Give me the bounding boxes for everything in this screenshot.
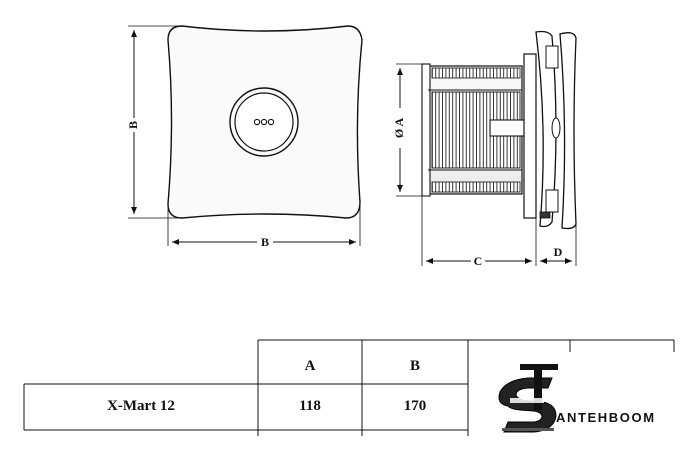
depth-dimension-label: C [474,254,483,268]
front-cover [535,30,557,228]
table-header-a: A [304,358,316,374]
diameter-dimension-label: Ø A [392,118,406,139]
cylinder-rib-top [431,67,521,79]
height-dimension-label: B [126,121,140,129]
center-button-outer [229,87,299,157]
indicator-dot-icon [253,118,261,126]
santehboom-logo-icon [498,364,558,433]
width-dimension-label: B [261,235,269,249]
cylinder-rib-bottom [431,181,521,193]
center-button-inner [234,92,294,152]
logo-text: ANTEHBOOM [556,410,656,425]
cover-dimension-label: D [554,245,563,259]
indicator-dot-icon [260,118,268,126]
technical-drawing: B B Ø A [126,25,577,268]
table-header-b: B [409,358,420,374]
mounting-plate [523,53,537,219]
side-view: Ø A C D [390,30,577,268]
table-cell-model: X-Mart 12 [107,398,175,414]
front-view: B B [126,25,363,249]
motor-shaft [489,119,529,137]
table-cell-a: 118 [299,398,321,414]
table-cell-b: 170 [403,398,427,414]
indicator-dot-icon [267,118,275,126]
